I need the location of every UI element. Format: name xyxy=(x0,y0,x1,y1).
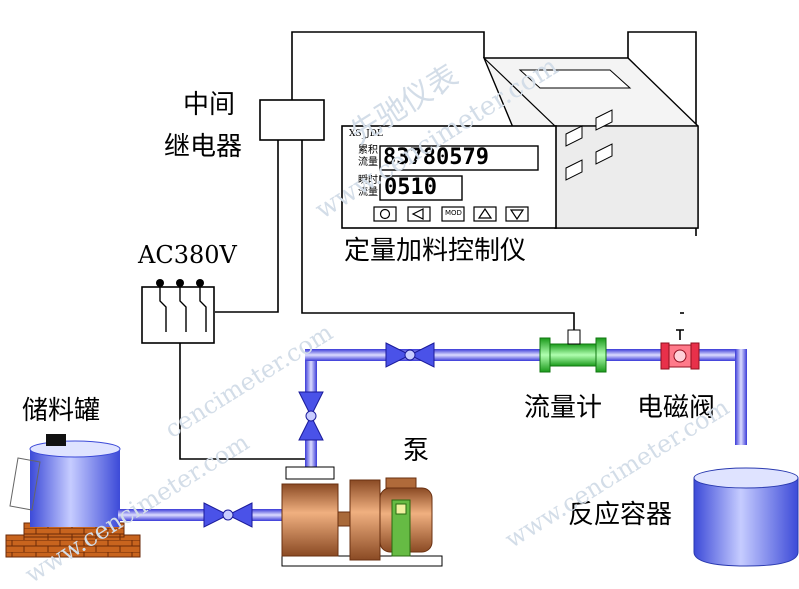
controller-buttons xyxy=(373,206,529,222)
reactor-vessel xyxy=(693,467,799,567)
relay-label-line1: 中间 xyxy=(183,90,236,120)
tank-label: 储料罐 xyxy=(22,396,101,426)
instant-flow-label-1: 瞬时 xyxy=(358,175,378,186)
process-diagram xyxy=(5,31,799,567)
total-flow-value: 83780579 xyxy=(383,145,489,170)
left-button[interactable] xyxy=(407,206,431,222)
solenoid-valve xyxy=(660,329,700,370)
wiring xyxy=(179,31,697,467)
flowmeter-device xyxy=(539,329,607,373)
mod-button[interactable] xyxy=(441,206,465,222)
reactor-label: 反应容器 xyxy=(568,500,673,530)
pump-motor xyxy=(281,466,443,567)
flowmeter-label: 流量计 xyxy=(524,393,603,423)
total-flow-label-2: 流量 xyxy=(358,157,378,168)
breaker xyxy=(141,279,215,344)
manual-valves xyxy=(203,342,435,528)
controller-model: XS_JDL xyxy=(349,129,383,139)
circle-button[interactable] xyxy=(373,206,397,222)
instant-flow-label-2: 流量 xyxy=(358,187,378,198)
controller-device xyxy=(341,57,699,229)
total-flow-label-1: 累积 xyxy=(358,145,378,156)
relay-box xyxy=(259,99,325,141)
controller-label: 定量加料控制仪 xyxy=(344,236,527,266)
power-label: AC380V xyxy=(138,241,237,269)
instant-flow-value: 0510 xyxy=(384,175,437,200)
mod-button-label: MOD xyxy=(445,209,462,217)
relay-label-line2: 继电器 xyxy=(164,132,243,162)
pump-label: 泵 xyxy=(403,436,430,466)
storage-tank xyxy=(5,434,141,558)
valve-label: 电磁阀 xyxy=(637,393,716,423)
